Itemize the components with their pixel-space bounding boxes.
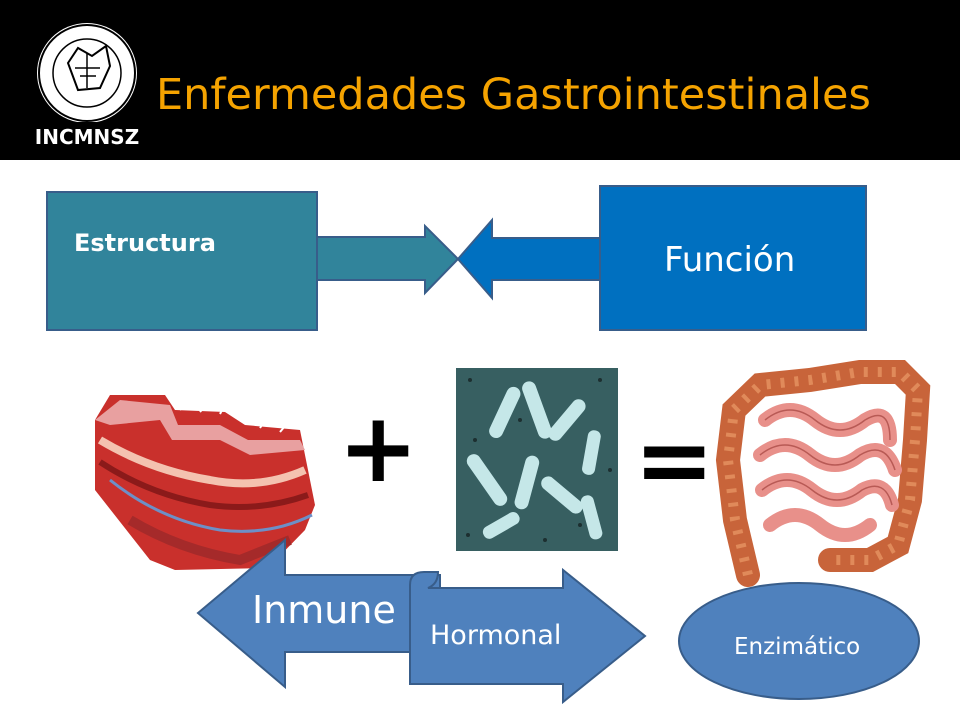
structure-arrow: [316, 223, 460, 296]
intestinal-wall-illustration: [95, 395, 315, 570]
intestines-illustration: [715, 360, 931, 587]
equals-symbol: =: [634, 404, 715, 516]
plus-symbol: +: [338, 392, 419, 504]
function-arrow: [456, 217, 601, 301]
hormonal-arrow: [409, 567, 647, 705]
hormonal-label: Hormonal: [430, 620, 562, 651]
function-label: Función: [664, 240, 796, 280]
incmnsz-logo-icon: INCMNSZ: [32, 23, 144, 150]
structure-label: Estructura: [74, 229, 216, 257]
immune-label: Inmune: [252, 588, 396, 632]
page-title: Enfermedades Gastrointestinales: [156, 70, 871, 120]
function-box: [599, 185, 867, 331]
enzymatic-ellipse: [678, 582, 920, 700]
structure-box: [46, 191, 318, 331]
bacteria-micrograph-illustration: [456, 368, 618, 551]
logo-text: INCMNSZ: [35, 125, 139, 149]
slide-header: INCMNSZ Enfermedades Gastrointestinales: [0, 0, 960, 160]
enzymatic-label: Enzimático: [734, 634, 861, 660]
